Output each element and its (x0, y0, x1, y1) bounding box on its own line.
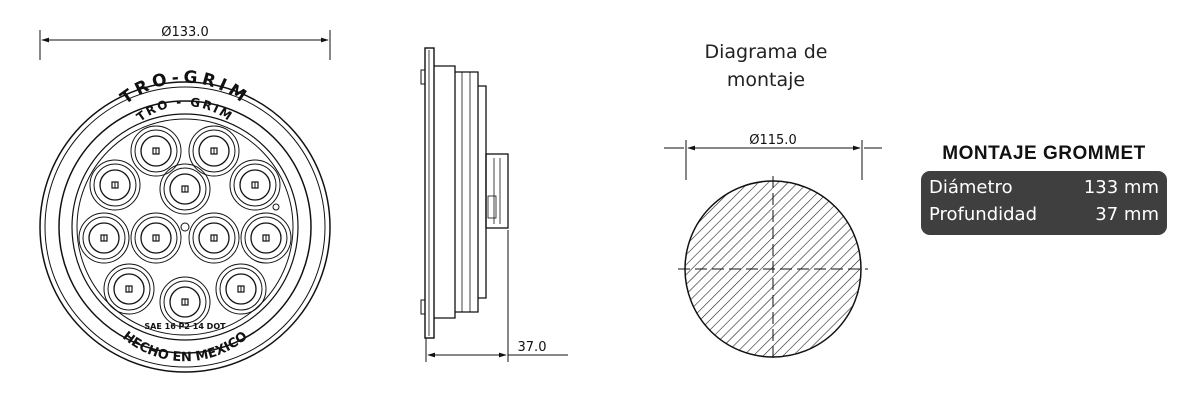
vent-hole-icon (272, 203, 280, 211)
led-module (188, 125, 240, 177)
led-array (78, 125, 292, 328)
grommet-ring-3 (58, 100, 312, 354)
spec-row-diameter: Diámetro 133 mm (929, 177, 1159, 203)
mounting-diagram: Ø115.0 (664, 133, 882, 362)
cutout-diameter-label: Ø115.0 (749, 133, 796, 148)
lens-ring (76, 118, 294, 336)
led-module (159, 276, 211, 328)
led-module (103, 263, 155, 315)
front-view: Ø133.0 TRO-GRIM TRO - GRIM HECHO EN MEXI… (39, 25, 331, 373)
led-module (159, 163, 211, 215)
spec-card: Diámetro 133 mm Profundidad 37 mm (921, 171, 1167, 235)
title-line-2: montaje (726, 69, 806, 91)
led-module (188, 212, 240, 264)
led-module (89, 159, 141, 211)
side-view (420, 47, 568, 362)
lens-outer-ring (71, 113, 299, 341)
spec-row-depth: Profundidad 37 mm (929, 204, 1159, 230)
led-module (240, 212, 292, 264)
led-module (229, 159, 281, 211)
led-module (130, 212, 182, 264)
spec-value: 133 mm (1083, 177, 1159, 198)
grommet-ring-2 (44, 86, 326, 368)
spec-label: Diámetro (929, 177, 1013, 198)
depth-label: 37.0 (518, 340, 547, 355)
made-in-text: HECHO EN MEXICO (119, 329, 250, 365)
grommet-outer-ring (39, 81, 331, 373)
spec-label: Profundidad (929, 204, 1038, 225)
led-module (215, 263, 267, 315)
led-module (78, 212, 130, 264)
title-line-1: Diagrama de (704, 41, 828, 63)
led-module (130, 125, 182, 177)
spec-value: 37 mm (1095, 204, 1159, 225)
spec-card-title: MONTAJE GROMMET (942, 143, 1146, 164)
mounting-diagram-title: Diagrama de montaje (686, 38, 846, 94)
front-diameter-label: Ø133.0 (161, 25, 208, 40)
center-screw-icon (180, 222, 190, 232)
front-diameter-dimension: Ø133.0 (39, 25, 331, 60)
